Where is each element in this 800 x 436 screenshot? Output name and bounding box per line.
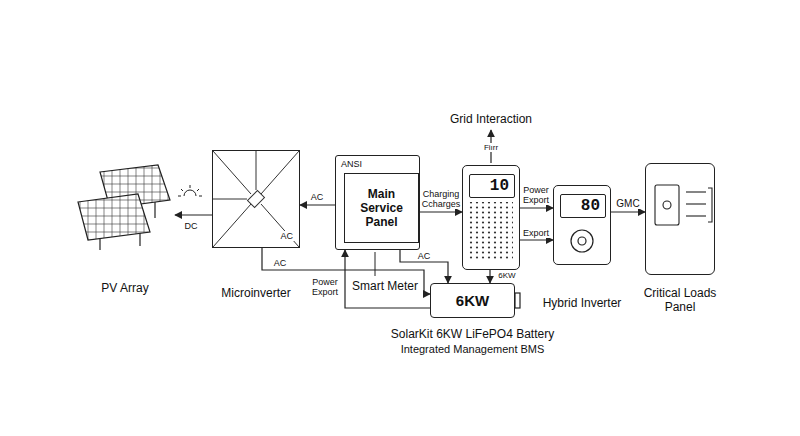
node-caption: Hybrid Inverter	[543, 297, 622, 311]
edge-label: Power Export	[308, 277, 342, 297]
edge-label: DC	[182, 221, 200, 231]
node-text: Main Service Panel	[345, 187, 418, 229]
microinverter-housing	[213, 151, 299, 247]
leader-line	[375, 252, 376, 276]
annotation-label: Grid Interaction	[450, 112, 532, 126]
node-text: Critical Loads Panel	[630, 286, 730, 314]
edge-label: Charging Ccharges	[421, 189, 462, 209]
connector-arrow	[420, 211, 462, 212]
microinverter: ACMicroinverter	[212, 150, 300, 248]
edge-label: GMC	[614, 199, 642, 209]
service-panel: ANSI Main Service Panel	[335, 155, 420, 250]
node-text: ANSI	[341, 159, 362, 169]
panel-face: Main Service Panel	[344, 173, 419, 243]
battery-terminal	[515, 293, 520, 308]
inverter-knob	[571, 230, 593, 252]
connector-arrow	[520, 239, 553, 240]
connector-arrow	[400, 250, 448, 283]
connector-arrow	[300, 204, 335, 205]
edge-label: 6KW	[496, 271, 518, 281]
node-text: AC	[279, 231, 294, 241]
node-text: 10	[469, 174, 515, 198]
edge-label: Power Export	[520, 185, 552, 205]
edge-label: AC	[309, 192, 325, 202]
node-caption: Integrated Management BMS	[401, 343, 545, 356]
battery: 6KWSolarKit 6KW LiFePO4 BatteryIntegrate…	[430, 283, 515, 318]
sun-symbol	[178, 185, 202, 196]
node-text: 80	[560, 194, 606, 218]
annotation-label: Fiırr	[483, 143, 499, 152]
node-text: 6KW	[456, 292, 489, 309]
pv-array: PV Array	[75, 160, 175, 252]
node-caption: Microinverter	[221, 287, 290, 301]
meter-label: Smart Meter	[352, 279, 418, 293]
critical-loads-panel: Critical Loads Panel	[645, 163, 715, 275]
connector-arrow	[520, 207, 553, 208]
edge-label: Export	[520, 228, 552, 238]
node-text: PV Array	[101, 282, 148, 296]
edge-label: AC	[416, 251, 432, 261]
node-caption: SolarKit 6KW LiFePO4 Battery	[391, 328, 554, 342]
connector-arrow	[611, 211, 645, 212]
connector-arrow	[489, 270, 490, 283]
connector-arrow	[175, 214, 212, 215]
edge-label: AC	[272, 258, 288, 268]
meter-grille	[469, 202, 513, 260]
hybrid-inverter: 80Hybrid Inverter	[553, 185, 611, 265]
solar-panels	[78, 165, 170, 250]
breaker-icon	[655, 185, 712, 225]
grid-meter: 10	[462, 165, 520, 270]
